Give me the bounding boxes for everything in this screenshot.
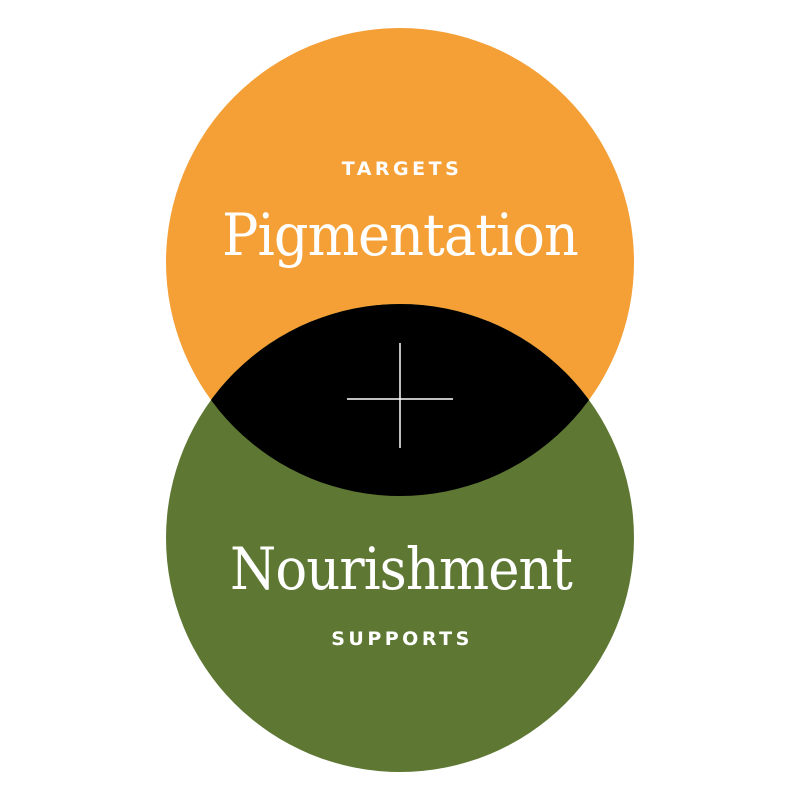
top-big-label: Pigmentation	[222, 201, 578, 269]
bottom-small-label: SUPPORTS	[331, 628, 473, 650]
top-small-label: TARGETS	[342, 158, 463, 180]
bottom-big-label: Nourishment	[230, 535, 573, 603]
overlap-region	[166, 304, 634, 496]
plus-icon	[347, 343, 453, 448]
